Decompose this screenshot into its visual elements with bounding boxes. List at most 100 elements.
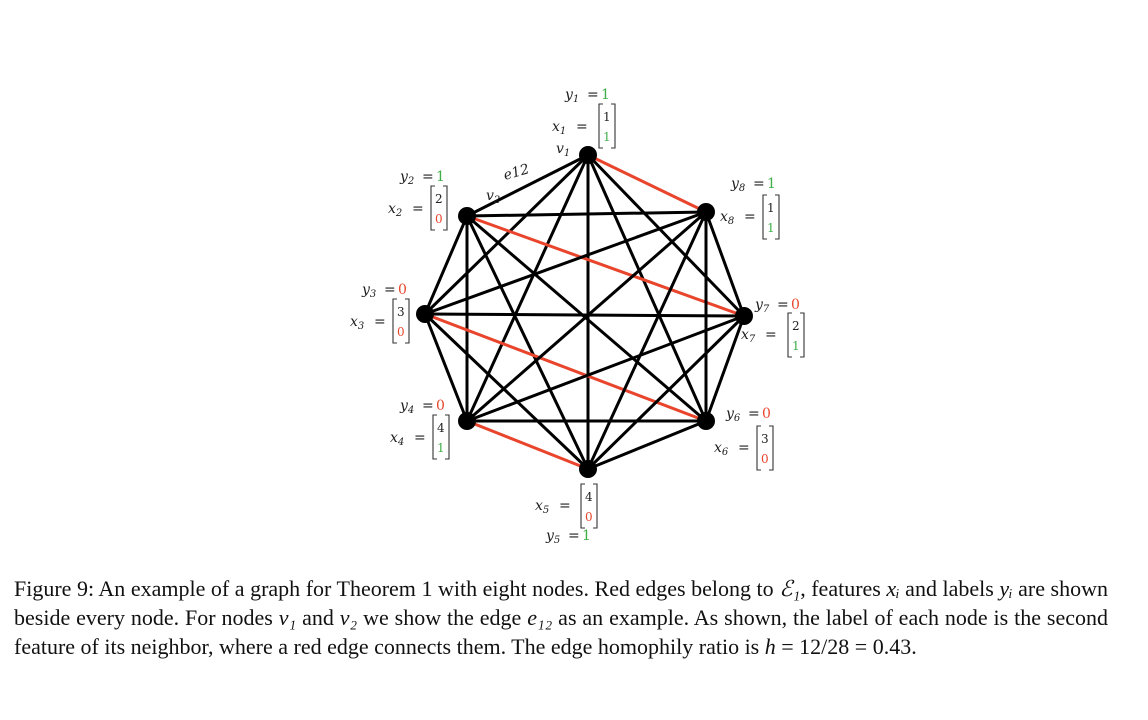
- node-v5: [579, 460, 597, 478]
- feature-label-x5: x5: [535, 498, 549, 516]
- edge-label-e12: e12: [502, 161, 532, 184]
- edge-2-6: [466, 214, 707, 423]
- caption-v1: v₁: [278, 605, 297, 630]
- label-equals-y2: =: [422, 169, 434, 185]
- red-edge-1-8: [587, 153, 707, 214]
- label-equals-y8: =: [753, 176, 765, 192]
- feature-label-x2: x2: [388, 201, 402, 219]
- label-value-y4: 0: [436, 398, 445, 414]
- edge-3-7: [424, 312, 745, 318]
- feature-equals-x7: =: [765, 327, 777, 343]
- caption-edge-set: ℰ₁: [779, 576, 801, 601]
- caption-text: we show the edge: [357, 605, 528, 630]
- edge-1-6: [586, 154, 708, 422]
- edge-1-2: [466, 153, 589, 218]
- label-value-y5: 1: [582, 528, 591, 544]
- edge-3-4: [423, 313, 469, 422]
- edge-5-6: [587, 419, 707, 471]
- caption-text: = 0.43.: [849, 634, 917, 659]
- caption-text: , features: [800, 576, 887, 601]
- feature-label-x4: x4: [390, 430, 404, 448]
- feature-value-2-4: 1: [437, 441, 445, 455]
- feature-matrix-bracket-6: [756, 425, 774, 471]
- label-value-y6: 0: [762, 406, 771, 422]
- label-value-y7: 0: [791, 297, 800, 313]
- edge-7-8: [704, 211, 746, 317]
- feature-matrix-bracket-1: [598, 103, 616, 149]
- edge-5-7: [586, 314, 746, 471]
- edges-layer: [423, 153, 746, 471]
- edge-3-8: [424, 210, 707, 316]
- edge-4-7: [466, 314, 745, 423]
- node-v1: [579, 146, 597, 164]
- label-equals-y3: =: [384, 282, 396, 298]
- edge-6-7: [704, 315, 746, 422]
- red-edge-4-5: [466, 419, 589, 471]
- caption-v2: v₂: [339, 605, 358, 630]
- node-v2: [458, 207, 476, 225]
- edge-1-4: [465, 154, 590, 422]
- feature-matrix-bracket-5: [580, 483, 598, 529]
- feature-value-1-1: 1: [603, 110, 611, 124]
- node-v4: [458, 412, 476, 430]
- feature-equals-x3: =: [374, 314, 386, 330]
- label-value-y3: 0: [398, 282, 407, 298]
- label-value-y8: 1: [767, 176, 776, 192]
- feature-value-1-4: 4: [437, 421, 445, 435]
- feature-value-2-1: 1: [603, 130, 611, 144]
- feature-equals-x4: =: [414, 430, 426, 446]
- feature-value-1-6: 3: [761, 432, 769, 446]
- caption-e12: e₁₂: [527, 605, 553, 630]
- caption-text: =: [775, 634, 800, 659]
- node-v8: [697, 203, 715, 221]
- feature-equals-x2: =: [412, 201, 424, 217]
- caption-text: are shown beside every node. For nodes: [14, 576, 1108, 630]
- node-labels-layer: x1=11y1=1v1x2=20y2=1v2x3=30y3=0x4=41y4=0…: [350, 87, 805, 546]
- caption-fraction: 12/28: [799, 634, 850, 659]
- feature-matrix-bracket-2: [430, 185, 448, 231]
- edge-1-3: [423, 153, 590, 316]
- edge-3-5: [423, 312, 590, 471]
- node-v3: [416, 305, 434, 323]
- label-equals-y7: =: [777, 297, 789, 313]
- edge-2-8: [466, 210, 707, 218]
- caption-yi: yᵢ: [999, 576, 1013, 601]
- feature-label-x7: x7: [741, 327, 756, 345]
- caption-text: An example of a graph for Theorem 1 with…: [94, 576, 780, 601]
- edge-5-8: [586, 211, 708, 470]
- nodes-layer: [416, 146, 753, 478]
- feature-value-2-6: 0: [761, 452, 769, 466]
- feature-equals-x1: =: [576, 119, 588, 135]
- feature-value-2-2: 0: [435, 212, 443, 226]
- feature-label-x1: x1: [552, 119, 566, 137]
- feature-value-2-8: 1: [767, 221, 775, 235]
- label-y8: y8: [730, 176, 745, 194]
- label-equals-y6: =: [748, 406, 760, 422]
- label-y1: y1: [564, 87, 579, 105]
- edge-2-3: [423, 215, 469, 315]
- feature-label-x3: x3: [350, 314, 364, 332]
- figure-caption: Figure 9: An example of a graph for Theo…: [14, 574, 1108, 661]
- node-name-v2: v2: [486, 188, 500, 206]
- label-equals-y4: =: [422, 398, 434, 414]
- label-y4: y4: [399, 398, 414, 416]
- label-equals-y5: =: [568, 528, 580, 544]
- label-y7: y7: [754, 297, 770, 315]
- red-edge-2-7: [466, 214, 745, 318]
- caption-xi: xᵢ: [886, 576, 900, 601]
- edge-4-8: [466, 210, 707, 423]
- feature-value-1-3: 3: [397, 305, 405, 319]
- feature-matrix-bracket-3: [392, 298, 410, 344]
- caption-h: h: [764, 634, 776, 659]
- feature-equals-x6: =: [738, 440, 750, 456]
- node-name-v1: v1: [556, 141, 570, 159]
- edge-2-5: [465, 215, 590, 470]
- feature-value-1-5: 4: [585, 490, 593, 504]
- feature-value-1-2: 2: [435, 192, 443, 206]
- red-edge-3-6: [424, 312, 707, 423]
- feature-matrix-bracket-4: [432, 414, 450, 460]
- edge-1-7: [586, 153, 746, 318]
- label-y5: y5: [545, 528, 560, 546]
- caption-text: and labels: [899, 576, 1000, 601]
- caption-fig: Figure 9:: [14, 576, 95, 601]
